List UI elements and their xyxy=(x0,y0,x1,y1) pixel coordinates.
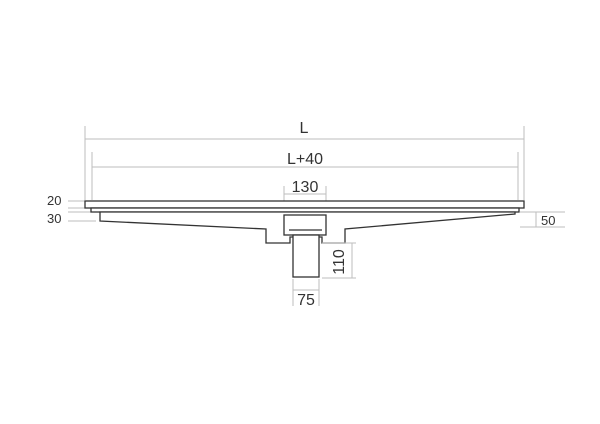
outlet-housing xyxy=(283,214,327,236)
top-plate xyxy=(84,200,525,209)
dimension-outlet-height: 110 xyxy=(322,242,356,279)
channel-body xyxy=(84,200,525,278)
label-edge-height: 50 xyxy=(541,213,555,228)
outlet-pipe xyxy=(292,234,320,278)
label-overall-length: L xyxy=(300,120,309,137)
dimension-overall-length: L xyxy=(84,120,525,200)
label-pipe-diameter: 75 xyxy=(297,292,315,309)
label-inner-length: L+40 xyxy=(287,151,323,168)
dimension-inner-length: L+40 xyxy=(91,151,519,200)
label-outlet-width: 130 xyxy=(292,179,319,196)
dimension-top-thickness: 20 xyxy=(47,193,90,209)
dimension-lip-thickness: 30 xyxy=(47,211,96,226)
dimension-edge-height: 50 xyxy=(520,211,565,228)
label-lip-thickness: 30 xyxy=(47,211,61,226)
dimension-pipe-diameter: 75 xyxy=(292,279,320,309)
label-top-thickness: 20 xyxy=(47,193,61,208)
label-outlet-height: 110 xyxy=(331,249,348,275)
